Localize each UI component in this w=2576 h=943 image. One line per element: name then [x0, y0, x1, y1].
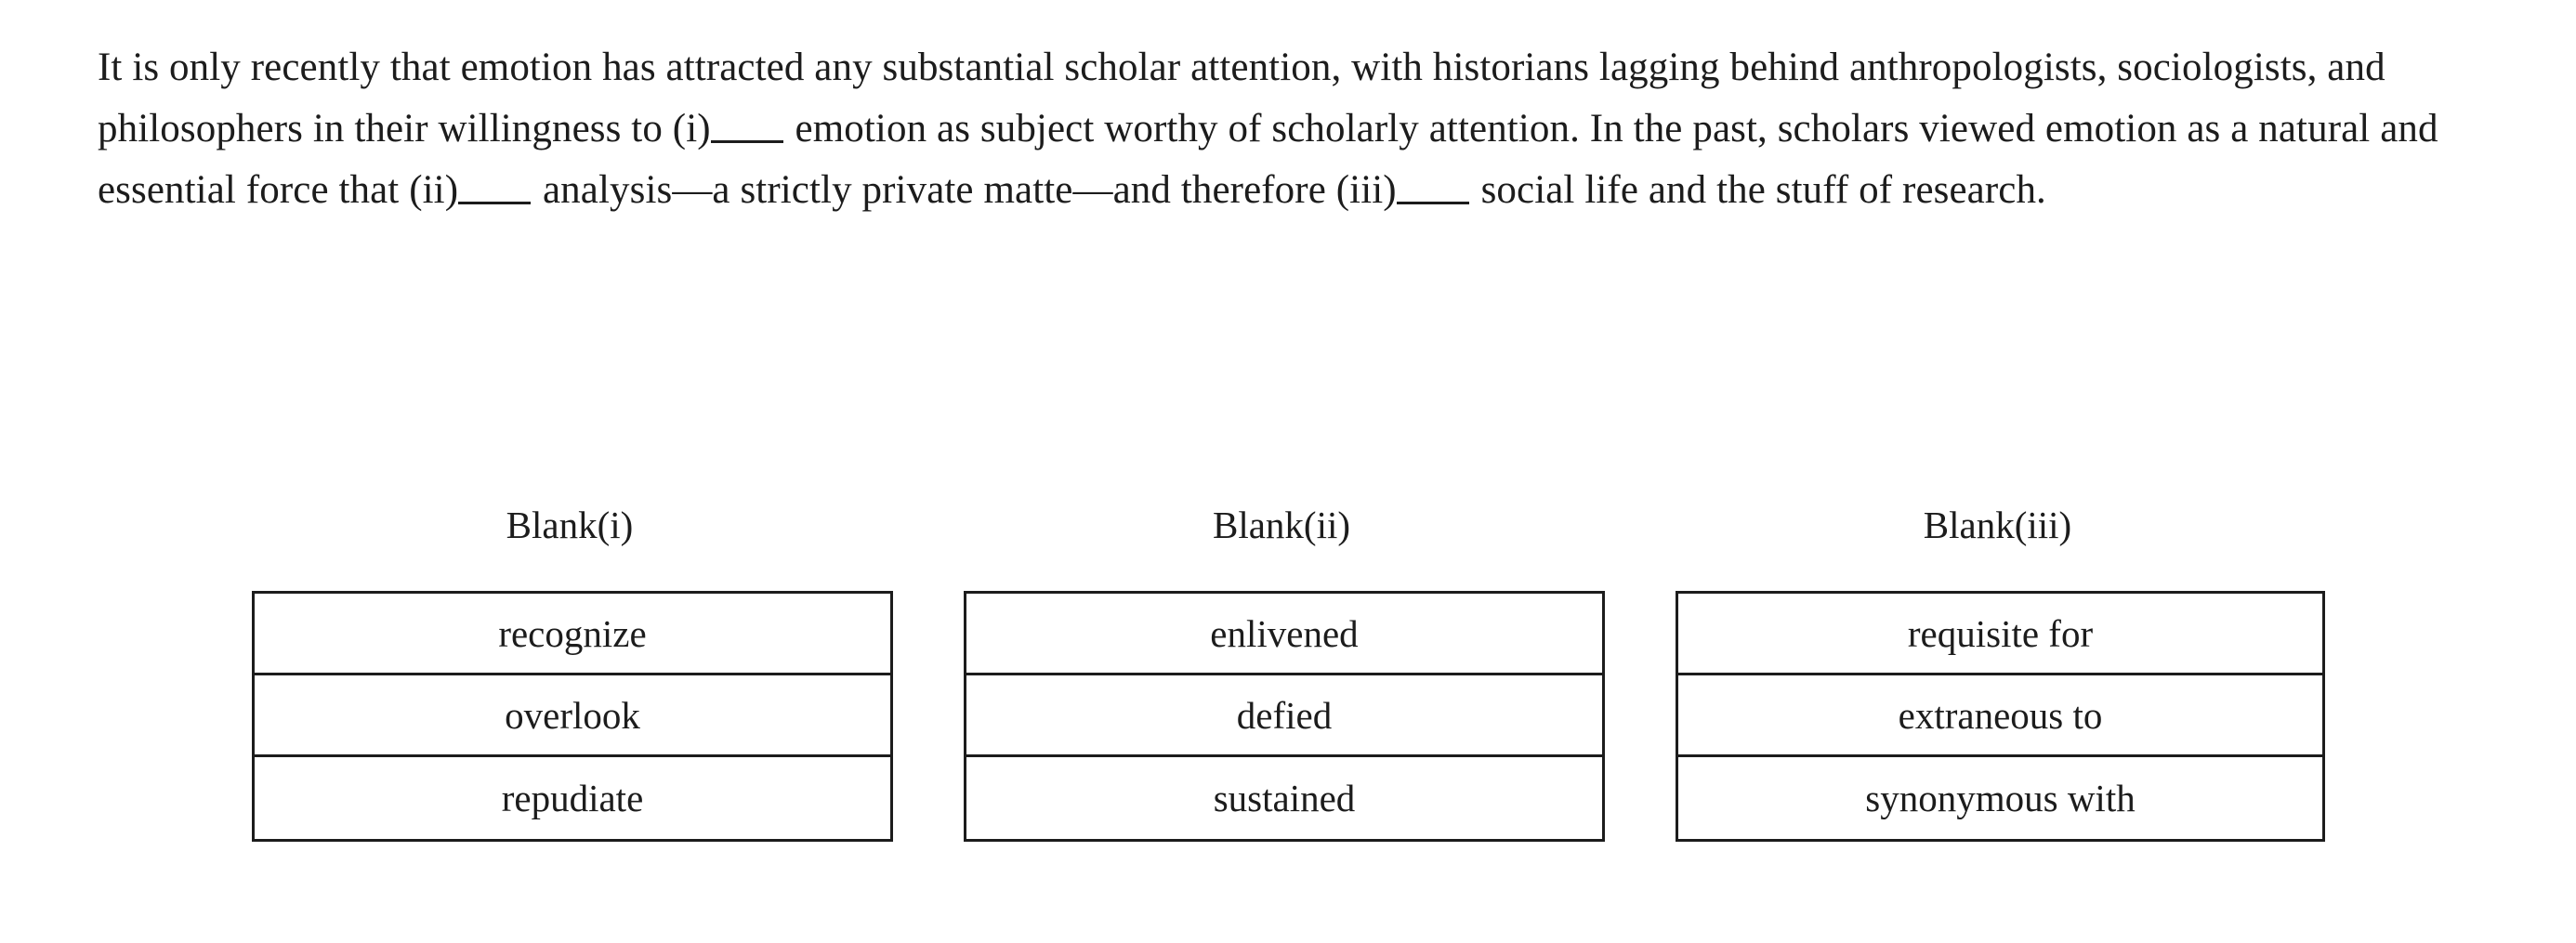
blank-iii-option-table: requisite for extraneous to synonymous w… — [1676, 591, 2325, 842]
option-row[interactable]: overlook — [255, 675, 890, 757]
blank-iii-header: Blank(iii) — [1923, 504, 2072, 546]
option-row[interactable]: defied — [966, 675, 1602, 757]
blank-ii-underline — [458, 173, 532, 204]
blank-i-option-table: recognize overlook repudiate — [252, 591, 893, 842]
blank-ii-header: Blank(ii) — [1212, 504, 1351, 546]
option-row[interactable]: synonymous with — [1678, 757, 2322, 839]
option-row[interactable]: repudiate — [255, 757, 890, 839]
option-row[interactable]: requisite for — [1678, 594, 2322, 675]
passage-segment-3: analysis—a strictly private matte—and th… — [532, 168, 1397, 212]
blank-column-iii: Blank(iii) requisite for extraneous to s… — [1676, 502, 2325, 842]
option-row[interactable]: enlivened — [966, 594, 1602, 675]
option-label: sustained — [1213, 777, 1356, 819]
option-label: synonymous with — [1865, 777, 2136, 819]
passage-text: It is only recently that emotion has att… — [98, 37, 2477, 221]
option-row[interactable]: recognize — [255, 594, 890, 675]
blank-i-header: Blank(i) — [506, 504, 634, 546]
option-label: overlook — [505, 693, 640, 737]
option-label: recognize — [498, 611, 647, 655]
option-label: extraneous to — [1898, 693, 2103, 737]
option-label: requisite for — [1907, 611, 2094, 655]
answer-choices-area: Blank(i) recognize overlook repudiate Bl… — [0, 502, 2576, 873]
option-label: enlivened — [1210, 611, 1359, 655]
option-label: repudiate — [501, 777, 644, 819]
passage-segment-4: social life and the stuff of research. — [1470, 168, 2046, 212]
passage-segment-2: emotion as subject worthy of scholarly a… — [98, 107, 2449, 212]
blank-column-ii: Blank(ii) enlivened defied sustained — [964, 502, 1605, 842]
blank-column-i: Blank(i) recognize overlook repudiate — [252, 502, 893, 842]
option-row[interactable]: extraneous to — [1678, 675, 2322, 757]
passage-segment-1: It is only recently that emotion has att… — [98, 46, 2396, 151]
option-label: defied — [1236, 693, 1333, 737]
blank-i-underline — [710, 111, 783, 143]
blank-ii-option-table: enlivened defied sustained — [964, 591, 1605, 842]
blank-iii-underline — [1396, 173, 1469, 204]
option-row[interactable]: sustained — [966, 757, 1602, 839]
